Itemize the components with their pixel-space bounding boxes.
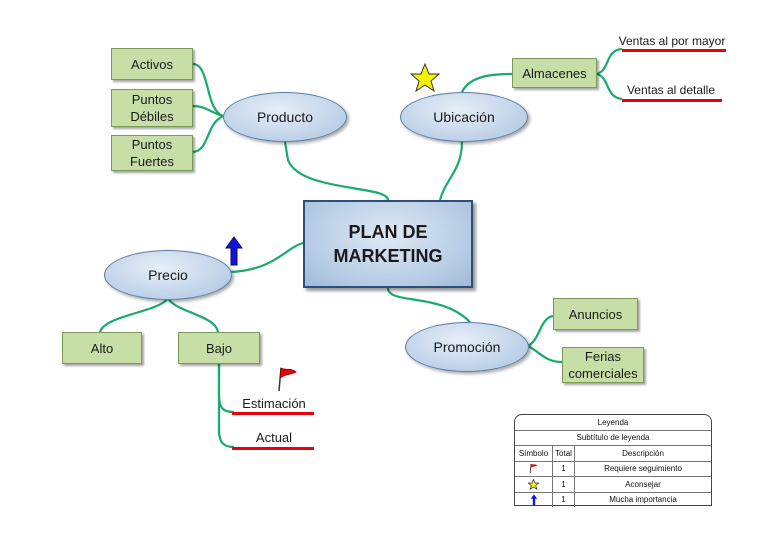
legend-title-row: Leyenda xyxy=(515,415,711,430)
connector-center-precio xyxy=(229,241,304,274)
connector-bajo-actual xyxy=(217,364,235,449)
subtopic-puntos-fuertes-line2: Fuertes xyxy=(129,154,175,169)
connector-promocion-ferias xyxy=(527,345,563,364)
central-topic[interactable]: PLAN DE MARKETING xyxy=(303,200,473,288)
legend-header-row: Símbolo Total Descripción xyxy=(515,445,711,461)
subtopic-alto-label: Alto xyxy=(90,340,114,356)
legend-header-total: Total xyxy=(553,446,575,461)
subtopic-puntos-debiles[interactable]: Puntos Débiles xyxy=(111,89,193,127)
subtopic-puntos-debiles-line1: Puntos xyxy=(131,92,173,107)
subtopic-ferias-comerciales[interactable]: Ferias comerciales xyxy=(562,347,644,383)
subtopic-anuncios-label: Anuncios xyxy=(568,306,623,322)
subtopic-puntos-fuertes-line1: Puntos xyxy=(131,137,173,152)
legend-row-description: Mucha importancia xyxy=(609,495,677,505)
leaf-ventas-detalle-label: Ventas al detalle xyxy=(626,83,716,97)
central-topic-line1: PLAN DE xyxy=(348,222,428,242)
legend-subtitle-row: Subtítulo de leyenda xyxy=(515,429,711,446)
topic-producto-label: Producto xyxy=(256,108,314,125)
legend-row-total: 1 xyxy=(553,492,575,507)
topic-producto[interactable]: Producto xyxy=(223,92,347,142)
legend-row: 1 Requiere seguimiento xyxy=(515,460,711,476)
connector-almacenes-detalle xyxy=(596,72,623,101)
legend-header-symbol: Símbolo xyxy=(515,446,553,461)
leaf-ventas-detalle[interactable]: Ventas al detalle xyxy=(618,83,724,97)
subtopic-ferias-line1: Ferias xyxy=(584,349,622,364)
red-flag-icon xyxy=(529,464,537,474)
leaf-ventas-mayor-label: Ventas al por mayor xyxy=(618,34,726,48)
leaf-ventas-mayor[interactable]: Ventas al por mayor xyxy=(616,34,728,48)
topic-ubicacion-label: Ubicación xyxy=(433,108,495,125)
legend-header-description: Descripción xyxy=(622,448,664,458)
subtopic-bajo[interactable]: Bajo xyxy=(178,332,260,364)
star-icon xyxy=(410,63,440,93)
connector-producto-activos xyxy=(192,62,224,118)
topic-precio[interactable]: Precio xyxy=(104,250,232,300)
legend-row-description: Requiere seguimiento xyxy=(604,464,682,474)
subtopic-anuncios[interactable]: Anuncios xyxy=(553,298,638,330)
subtopic-alto[interactable]: Alto xyxy=(62,332,142,364)
yellow-star-icon xyxy=(528,478,539,490)
connector-center-producto xyxy=(283,141,390,201)
connector-producto-fuertes xyxy=(192,115,224,154)
connector-almacenes-mayor xyxy=(596,47,623,76)
legend-row-total: 1 xyxy=(553,477,575,492)
subtopic-puntos-fuertes[interactable]: Puntos Fuertes xyxy=(111,135,193,171)
leaf-ventas-mayor-underline xyxy=(622,49,726,52)
subtopic-ferias-line2: comerciales xyxy=(568,366,638,381)
leaf-actual-label: Actual xyxy=(255,430,293,445)
connector-center-promocion xyxy=(386,287,471,323)
leaf-actual[interactable]: Actual xyxy=(234,430,314,445)
connector-promocion-anuncios xyxy=(527,314,554,347)
leaf-estimacion[interactable]: Estimación xyxy=(234,396,314,411)
connector-ubicacion-almacenes xyxy=(461,72,513,93)
topic-promocion-label: Promoción xyxy=(433,338,501,355)
leaf-actual-underline xyxy=(232,447,314,450)
flag-icon xyxy=(278,367,297,392)
subtopic-activos-label: Activos xyxy=(131,56,173,72)
subtopic-almacenes[interactable]: Almacenes xyxy=(512,58,597,88)
legend-row: 1 Mucha importancia xyxy=(515,491,711,507)
topic-promocion[interactable]: Promoción xyxy=(405,322,529,372)
subtopic-puntos-debiles-line2: Débiles xyxy=(130,109,174,124)
topic-precio-label: Precio xyxy=(148,266,188,283)
blue-arrow-up-icon xyxy=(530,494,537,506)
legend-row: 1 Aconsejar xyxy=(515,476,711,492)
subtopic-almacenes-label: Almacenes xyxy=(522,65,587,81)
legend-row-description: Aconsejar xyxy=(625,479,661,489)
leaf-estimacion-underline xyxy=(232,412,314,415)
leaf-estimacion-label: Estimación xyxy=(242,396,306,411)
leaf-ventas-detalle-underline xyxy=(622,99,722,102)
connector-center-ubicacion xyxy=(438,141,464,201)
legend-table: Leyenda Subtítulo de leyenda Símbolo Tot… xyxy=(514,414,712,507)
legend-title: Leyenda xyxy=(597,417,629,427)
connector-precio-alto xyxy=(98,297,169,333)
legend-subtitle: Subtítulo de leyenda xyxy=(576,433,650,443)
arrow-up-icon xyxy=(225,236,243,266)
connector-precio-bajo xyxy=(167,297,220,333)
connector-bajo-estimacion xyxy=(217,364,235,414)
subtopic-activos[interactable]: Activos xyxy=(111,48,193,80)
legend-row-total: 1 xyxy=(553,461,575,476)
subtopic-bajo-label: Bajo xyxy=(205,340,233,356)
connector-producto-debiles xyxy=(192,104,224,118)
central-topic-line2: MARKETING xyxy=(333,246,443,266)
topic-ubicacion[interactable]: Ubicación xyxy=(400,92,528,142)
